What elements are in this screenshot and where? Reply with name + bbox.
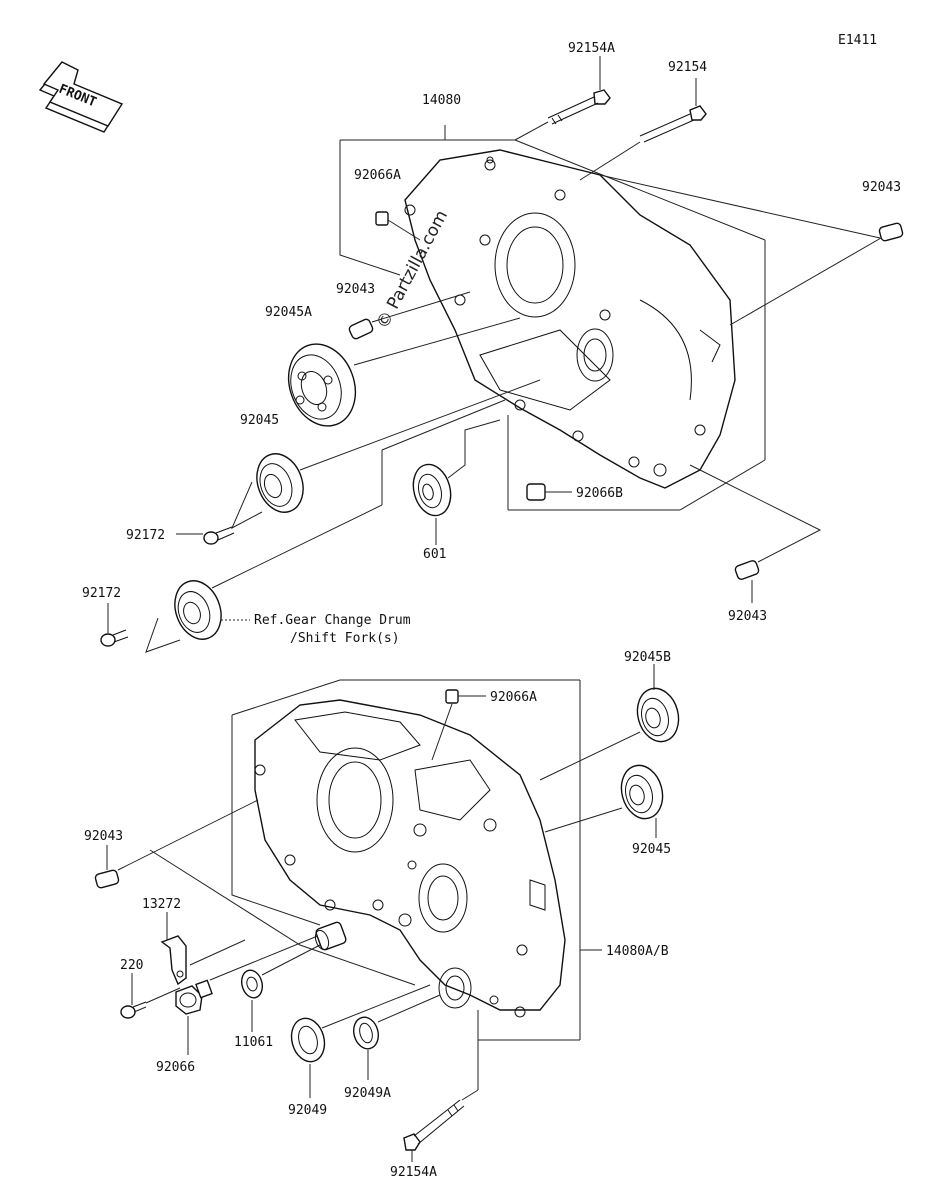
part-label: 92066A <box>490 690 537 705</box>
part-label: 92043 <box>728 609 767 624</box>
part-label: 220 <box>120 958 143 973</box>
screw-92172-b <box>100 629 129 647</box>
crankcase-upper <box>404 149 736 489</box>
part-label: 92043 <box>862 180 901 195</box>
part-label: 92043 <box>84 829 123 844</box>
bearing-gear-change-drum <box>174 580 222 640</box>
screw-220 <box>120 1001 147 1019</box>
part-label: 14080 <box>422 93 461 108</box>
shaft-stub <box>314 921 347 951</box>
part-label: 13272 <box>142 897 181 912</box>
bearing-601 <box>412 463 452 517</box>
bearing-92045A <box>287 343 357 427</box>
bolt-92154A-bottom <box>403 1099 465 1151</box>
part-label: 14080A/B <box>606 944 669 959</box>
part-label: 92045B <box>624 650 671 665</box>
dowel-92066B <box>526 483 546 501</box>
part-label: 92066 <box>156 1060 195 1075</box>
crankcase-lower <box>254 699 566 1018</box>
bracket-13272 <box>160 935 187 986</box>
bearing-92045B <box>636 687 680 743</box>
reference-note-line2: /Shift Fork(s) <box>290 631 400 646</box>
bearing-92045-right <box>620 764 664 820</box>
diagram-code: E1411 <box>838 33 877 48</box>
part-label: 92043 <box>336 282 375 297</box>
part-label: 92066A <box>354 168 401 183</box>
part-label: 92045A <box>265 305 312 320</box>
part-label: 92045 <box>240 413 279 428</box>
oil-seal-92049A <box>352 1016 380 1050</box>
part-label: 92049 <box>288 1103 327 1118</box>
dowel-92043-lowright <box>734 560 760 580</box>
dowel-92043-left <box>94 869 120 889</box>
part-label: 92172 <box>126 528 165 543</box>
dowel-92043-right <box>878 222 904 242</box>
part-label: 92049A <box>344 1086 391 1101</box>
bearing-92045-left <box>256 453 304 513</box>
part-label: 92154A <box>568 41 615 56</box>
part-label: 92045 <box>632 842 671 857</box>
plug-bolt-92066 <box>175 979 213 1015</box>
front-arrow-icon: FRONT <box>38 61 124 133</box>
bolt-92154-top <box>639 105 707 143</box>
dowel-92066A-bottom <box>445 689 459 704</box>
part-label: 92154 <box>668 60 707 75</box>
screw-92172-a <box>203 526 235 545</box>
bolt-92154A-top <box>547 89 611 125</box>
reference-note-line1: Ref.Gear Change Drum <box>254 613 411 628</box>
part-label: 92066B <box>576 486 623 501</box>
dowel-92066A-top <box>375 211 389 226</box>
part-label: 92172 <box>82 586 121 601</box>
oil-seal-92049 <box>290 1017 326 1063</box>
dowel-92043-mid <box>348 318 374 340</box>
part-label: 601 <box>423 547 446 562</box>
part-label: 11061 <box>234 1035 273 1050</box>
washer-11061 <box>240 969 264 999</box>
part-label: 92154A <box>390 1165 437 1180</box>
